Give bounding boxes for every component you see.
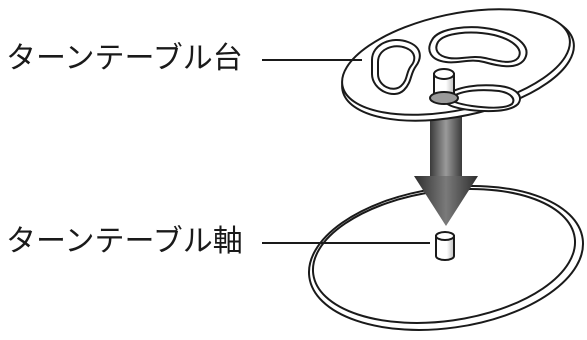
shaft-body: [435, 235, 455, 261]
down-arrow-icon: [414, 112, 478, 226]
tray-socket-hole: [429, 91, 459, 105]
turntable-shaft: [435, 231, 455, 261]
arrow-head: [414, 176, 478, 226]
arrow-shaft: [430, 112, 462, 178]
tray-recess-left-inner: [377, 45, 416, 90]
tray-recess-left: [371, 39, 421, 95]
turntable-base-plate: [341, 8, 575, 122]
turntable-base-label: ターンテーブル台: [6, 41, 243, 76]
turntable-shaft-label: ターンテーブル軸: [6, 224, 243, 259]
tray-recess-top-right-inner: [435, 31, 521, 63]
tray-recess-bottom-right-inner: [450, 89, 515, 109]
shaft-top: [435, 231, 455, 241]
tray-socket-top: [433, 68, 455, 80]
